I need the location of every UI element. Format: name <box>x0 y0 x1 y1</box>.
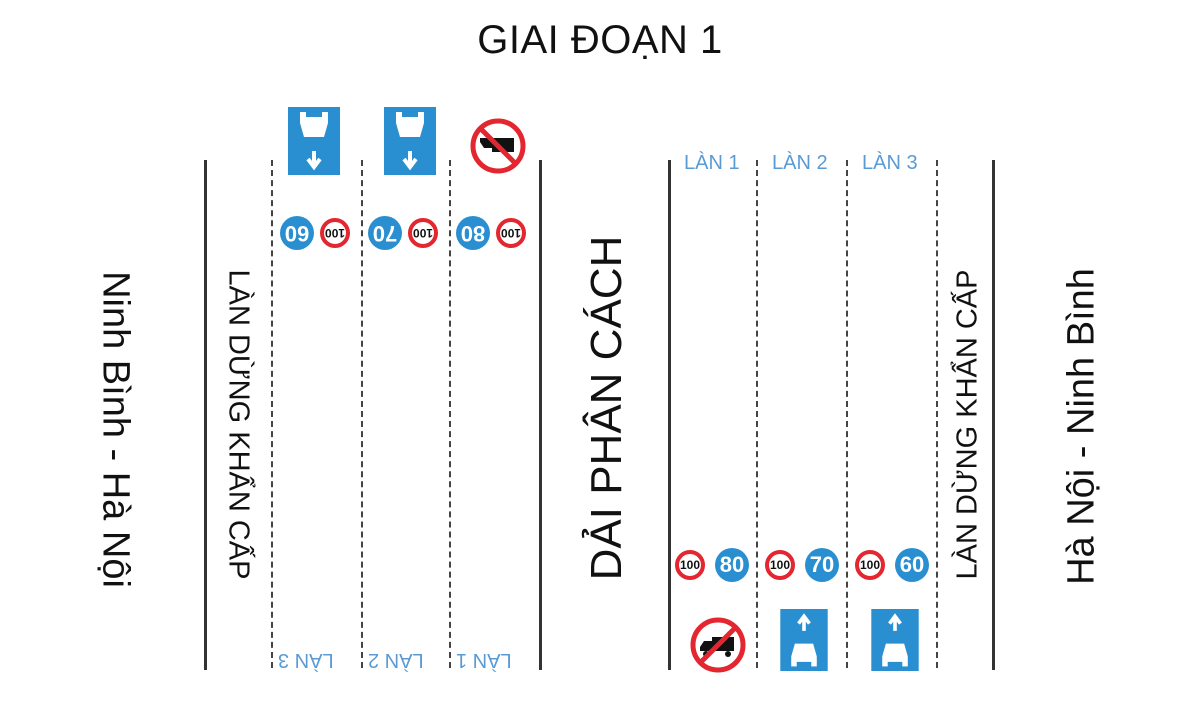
median-label: DẢI PHÂN CÁCH <box>582 235 631 581</box>
left-median-edge <box>539 160 542 670</box>
max-speed-sign: 100 <box>496 218 526 248</box>
min-speed-sign: 60 <box>280 216 314 250</box>
max-speed-sign: 100 <box>675 550 705 580</box>
right-lane-label: LÀN 1 <box>684 152 740 174</box>
speed-value: 60 <box>284 221 310 246</box>
car-lane-sign <box>871 609 919 671</box>
speed-value: 100 <box>412 226 434 240</box>
lane-divider <box>271 160 273 668</box>
max-speed-sign: 100 <box>765 550 795 580</box>
min-speed-sign: 70 <box>805 548 839 582</box>
speed-value: 100 <box>769 558 791 572</box>
min-speed-sign: 60 <box>895 548 929 582</box>
speed-value: 70 <box>809 552 835 577</box>
no-truck-sign <box>470 118 526 174</box>
right-lane-label: LÀN 3 <box>862 152 918 174</box>
speed-value: 100 <box>500 226 522 240</box>
max-speed-sign: 100 <box>408 218 438 248</box>
min-speed-sign: 70 <box>368 216 402 250</box>
car-lane-sign <box>780 609 828 671</box>
left-direction-label: Ninh Bình - Hà Nội <box>94 271 137 588</box>
lane-divider <box>449 160 451 668</box>
max-speed-sign: 100 <box>320 218 350 248</box>
page-title: GIAI ĐOẠN 1 <box>477 18 723 62</box>
right-road-edge <box>992 160 995 670</box>
speed-value: 100 <box>324 226 346 240</box>
speed-value: 100 <box>679 558 701 572</box>
speed-value: 80 <box>460 221 486 246</box>
car-lane-sign <box>288 107 340 175</box>
min-speed-sign: 80 <box>715 548 749 582</box>
lane-divider <box>846 160 848 668</box>
left-road-edge <box>204 160 207 670</box>
lane-divider <box>361 160 363 668</box>
speed-value: 60 <box>899 552 925 577</box>
car-lane-sign <box>384 107 436 175</box>
lane-divider <box>756 160 758 668</box>
max-speed-sign: 100 <box>855 550 885 580</box>
right-emergency-lane-label: LÀN DỪNG KHẨN CẤP <box>951 269 984 580</box>
no-truck-sign <box>690 617 746 673</box>
min-speed-sign: 80 <box>456 216 490 250</box>
right-median-edge <box>668 160 671 670</box>
left-lane-label: LÀN 2 <box>368 649 424 671</box>
speed-value: 100 <box>859 558 881 572</box>
lane-divider <box>936 160 938 668</box>
speed-value: 70 <box>372 221 398 246</box>
left-lane-label: LÀN 3 <box>278 649 334 671</box>
right-direction-label: Hà Nội - Ninh Bình <box>1060 268 1103 585</box>
right-lane-label: LÀN 2 <box>772 152 828 174</box>
speed-value: 80 <box>719 552 745 577</box>
left-lane-label: LÀN 1 <box>456 649 512 671</box>
left-emergency-lane-label: LÀN DỪNG KHẨN CẤP <box>222 269 255 580</box>
